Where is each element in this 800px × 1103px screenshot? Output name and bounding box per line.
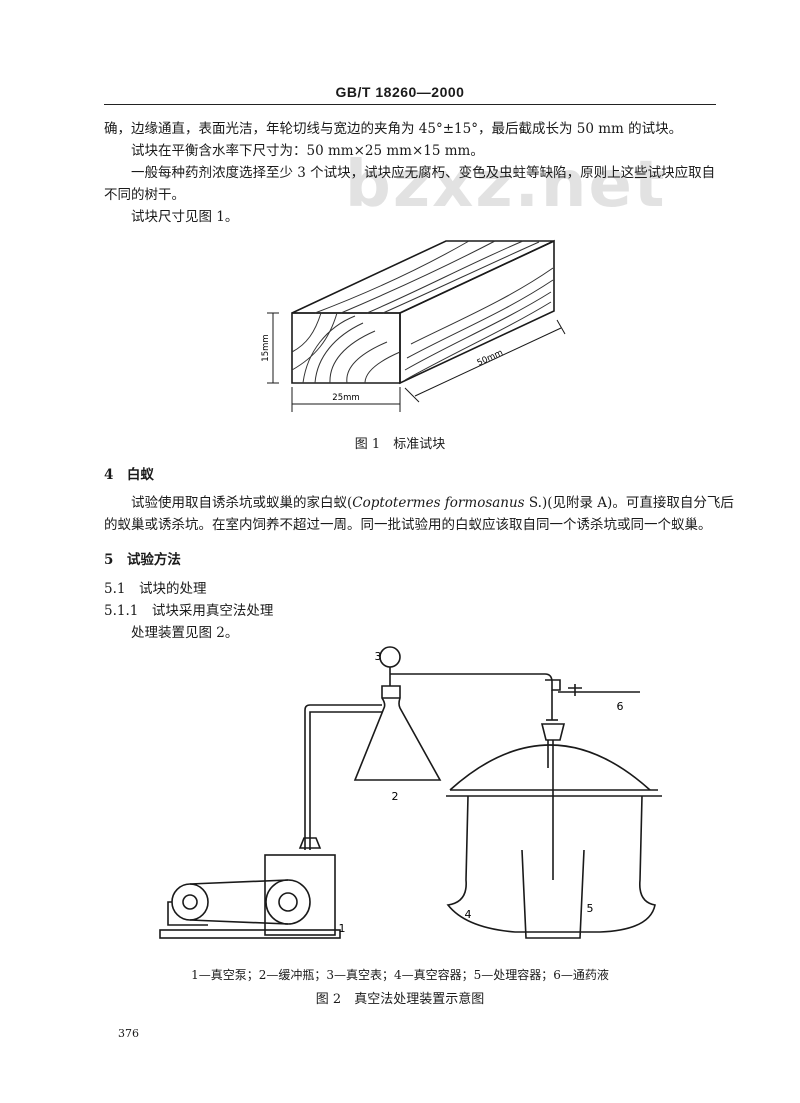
standard-number: GB/T 18260—2000 [335, 84, 465, 100]
dim-length-label: 50mm [476, 348, 505, 369]
pump-base [159, 929, 341, 939]
buffer-flask [353, 685, 442, 781]
pump-wheel [265, 879, 311, 925]
motor-wheel [171, 883, 209, 921]
section5-text: 处理装置见图 2。 [131, 625, 239, 641]
paragraph-line: 不同的树干。 [104, 187, 185, 203]
label-2: 2 [392, 790, 399, 803]
block-side-face [399, 239, 555, 385]
label-6: 6 [617, 700, 624, 713]
figure2-caption: 图 2 真空法处理装置示意图 [315, 992, 485, 1007]
label-4: 4 [465, 908, 472, 921]
desiccator-body [446, 795, 656, 933]
label-3: 3 [375, 650, 382, 663]
section4-text-line2: 的蚁巢或诱杀坑。在室内饲养不超过一周。同一批试验用的白蚁应该取自同一个诱杀坑或同… [104, 517, 712, 533]
figure2-legend: 1—真空泵；2—缓冲瓶；3—真空表；4—真空容器；5—处理容器；6—通药液 [191, 968, 609, 982]
dim-height-label: 15mm [261, 334, 271, 361]
figure2-apparatus-drawing: 3 2 1 4 5 6 [159, 646, 662, 939]
vacuum-gauge [379, 646, 401, 668]
desiccator-lid [449, 744, 651, 791]
label-1: 1 [339, 922, 346, 935]
page-number: 376 [118, 1027, 139, 1040]
figure1-specimen-drawing: 15mm 25mm 50mm [261, 239, 566, 412]
section5-heading: 5 试验方法 [104, 552, 181, 568]
subsection-5-1-heading: 5.1 试块的处理 [104, 581, 207, 597]
treatment-container [521, 849, 585, 939]
paragraph-line: 试块尺寸见图 1。 [131, 209, 239, 225]
paragraph-line: 确，边缘通直，表面光洁，年轮切线与宽边的夹角为 45°±15°，最后截成长为 5… [104, 121, 683, 137]
section4-heading: 4 白蚁 [104, 467, 154, 483]
paragraph-line: 试块在平衡含水率下尺寸为：50 mm×25 mm×15 mm。 [131, 143, 484, 159]
figure1-caption: 图 1 标准试块 [354, 437, 446, 452]
watermark: bzxz.net [345, 148, 667, 222]
pump-housing [264, 854, 336, 936]
dim-width-label: 25mm [332, 393, 359, 403]
subsection-5-1-1-heading: 5.1.1 试块采用真空法处理 [104, 603, 274, 619]
wood-grain [291, 240, 554, 384]
header-rule [104, 104, 716, 105]
label-5: 5 [587, 902, 594, 915]
section4-text-line1: 试验使用取自诱杀坑或蚁巢的家白蚁(Coptotermes formosanus … [131, 495, 734, 511]
paragraph-line: 一般每种药剂浓度选择至少 3 个试块，试块应无腐朽、变色及虫蛀等缺陷，原则上这些… [131, 165, 716, 181]
